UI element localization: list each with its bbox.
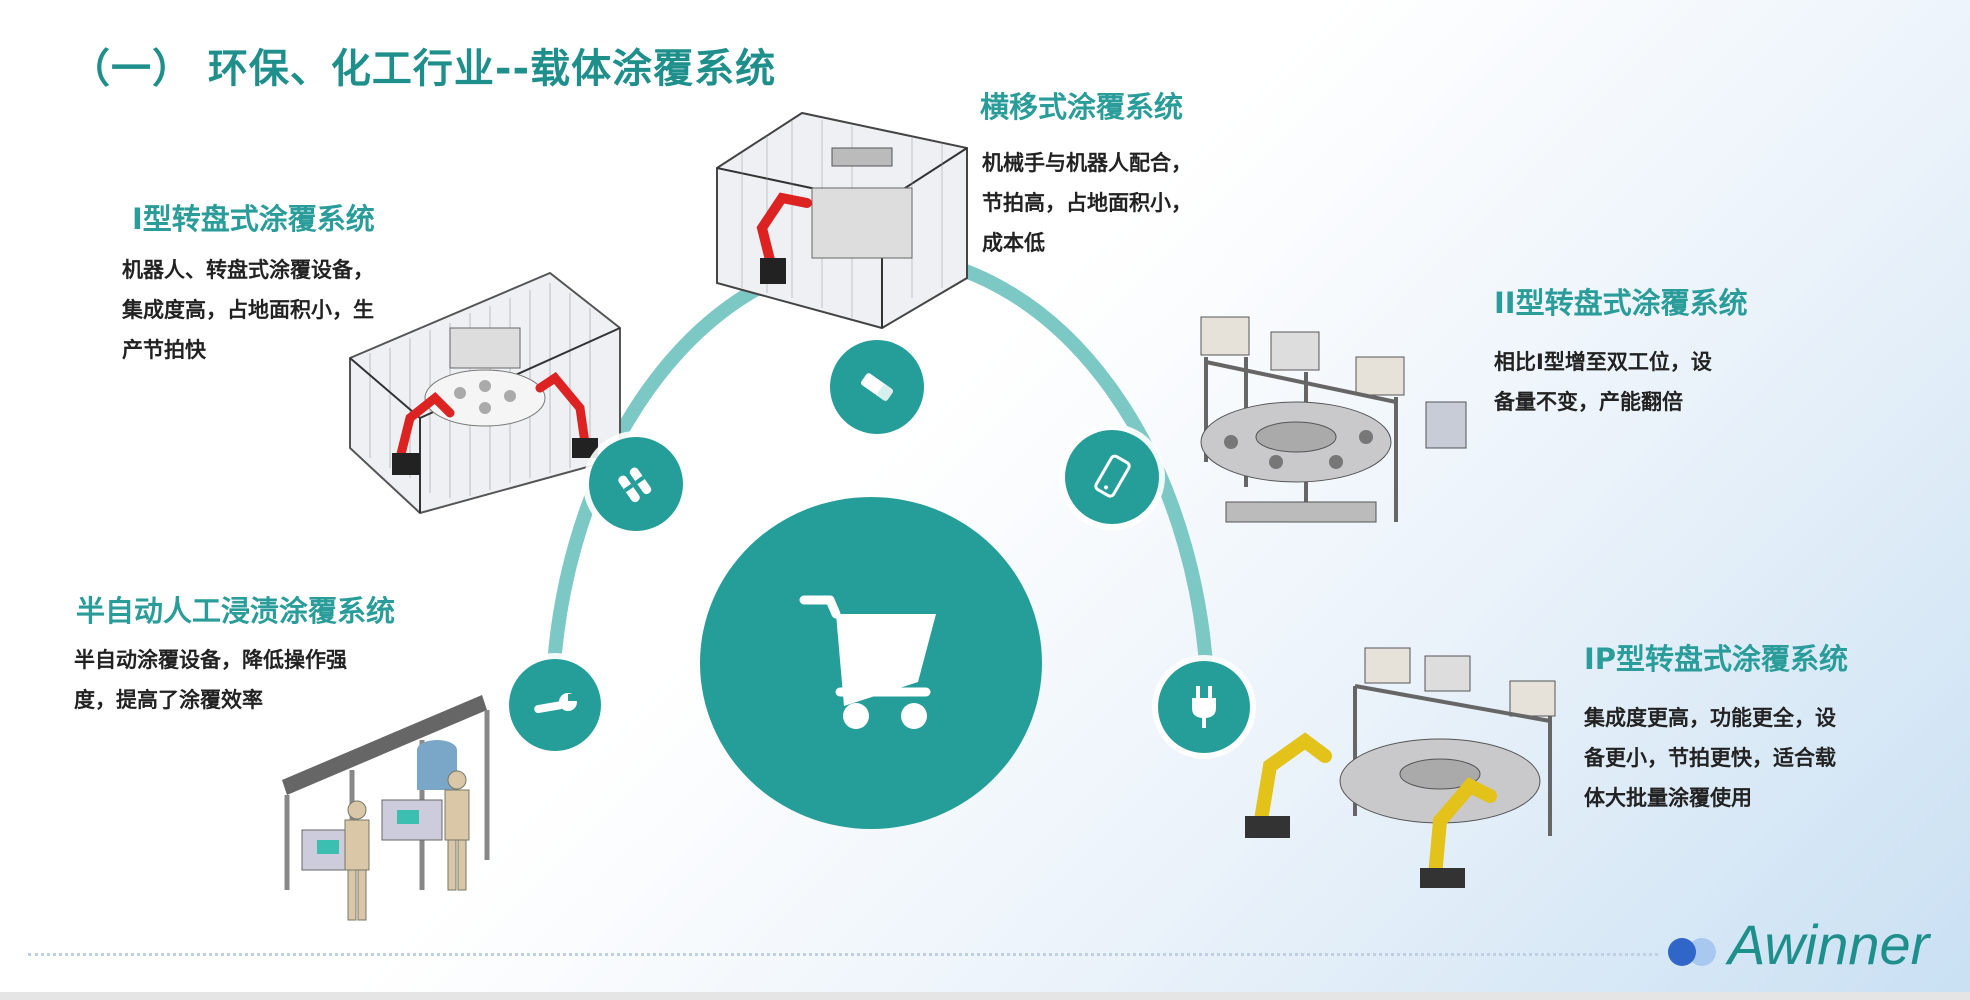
page-title: （一） 环保、化工行业--载体涂覆系统 <box>70 46 777 92</box>
type1-machine-image <box>349 271 621 515</box>
traverse-machine-image <box>716 111 968 330</box>
ip-desc: 集成度更高，功能更全，设 备更小，节拍更快，适合载 体大批量涂覆使用 <box>1584 706 1836 810</box>
ip-title: IP型转盘式涂覆系统 <box>1584 642 1849 676</box>
logo-text: Awinner <box>1728 913 1930 976</box>
control-box-image <box>1425 401 1467 449</box>
eraser-icon <box>861 373 893 401</box>
plug-icon <box>1192 686 1216 728</box>
logo-mark <box>1668 938 1716 966</box>
phone-icon <box>1094 454 1131 498</box>
ip-machine-image <box>1245 647 1556 888</box>
semi-desc: 半自动涂覆设备，降低操作强 度，提高了涂覆效率 <box>74 648 347 712</box>
semi-machine-image <box>282 695 490 921</box>
type2-machine-image <box>1200 316 1432 523</box>
plug-node[interactable] <box>1158 661 1250 753</box>
center-cart-circle[interactable] <box>700 497 1042 829</box>
wrench-icon <box>534 693 578 714</box>
semi-title: 半自动人工浸渍涂覆系统 <box>76 594 396 628</box>
bottom-bar <box>0 992 1970 1000</box>
toothbrush-node[interactable] <box>589 437 683 531</box>
toothbrush-icon <box>618 467 652 503</box>
phone-node[interactable] <box>1065 430 1159 524</box>
type2-title: II型转盘式涂覆系统 <box>1494 286 1748 320</box>
traverse-desc: 机械手与机器人配合， 节拍高，占地面积小， 成本低 <box>982 151 1192 255</box>
footer-divider <box>28 953 1658 956</box>
type1-title: I型转盘式涂覆系统 <box>132 202 375 236</box>
type1-desc: 机器人、转盘式涂覆设备， 集成度高，占地面积小，生 产节拍快 <box>122 258 374 362</box>
eraser-node[interactable] <box>830 340 924 434</box>
type2-desc: 相比I型增至双工位，设 备量不变，产能翻倍 <box>1494 350 1712 414</box>
wrench-node[interactable] <box>509 659 601 751</box>
shopping-cart-icon <box>799 595 936 729</box>
traverse-title: 横移式涂覆系统 <box>980 90 1184 124</box>
